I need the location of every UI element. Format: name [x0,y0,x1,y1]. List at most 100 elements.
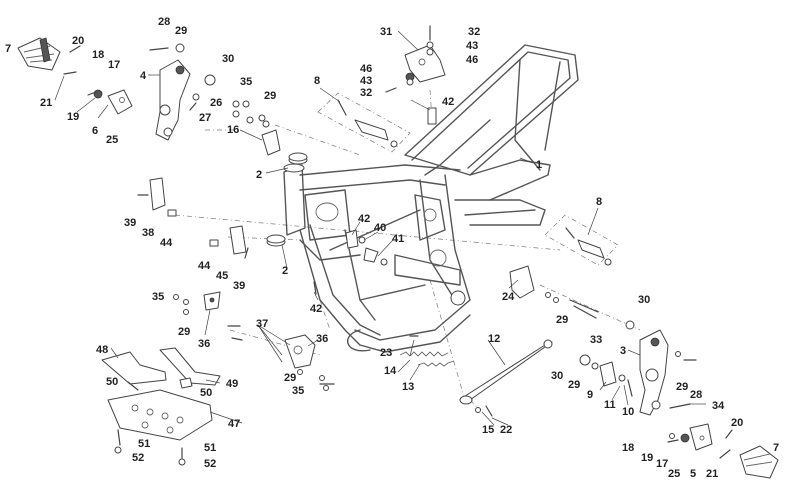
skid-plate-assembly [101,347,221,466]
label-29g: 29 [676,381,688,393]
footrest-bracket-right [565,227,612,266]
label-7a: 7 [5,43,11,55]
label-29b: 29 [264,90,276,102]
label-20a: 20 [72,35,84,47]
pivot-bushings [579,354,633,397]
label-23: 23 [380,347,392,359]
label-16: 16 [227,124,239,136]
label-25a: 25 [106,134,118,146]
label-32b: 32 [360,87,372,99]
label-29a: 29 [175,25,187,37]
label-47: 47 [228,418,240,430]
label-15: 15 [482,424,494,436]
label-48: 48 [96,344,108,356]
label-30a: 30 [222,53,234,65]
label-52b: 52 [204,458,216,470]
footrest-bracket-detail-boxes [317,92,619,266]
label-50b: 50 [200,387,212,399]
label-39a: 39 [124,217,136,229]
label-33: 33 [590,334,602,346]
label-50a: 50 [106,376,118,388]
engine-mount-left [173,291,221,315]
label-14: 14 [384,365,397,377]
label-34: 34 [712,400,725,412]
left-footpeg-assembly [17,37,216,141]
label-29d: 29 [284,372,296,384]
bracket-16-assembly [232,100,281,156]
label-11: 11 [604,399,616,411]
right-footpeg-assembly [667,423,779,479]
label-12: 12 [488,333,500,345]
side-stand [459,339,553,417]
label-18b: 18 [622,442,634,454]
label-49: 49 [226,378,238,390]
label-43a: 43 [466,40,478,52]
label-8a: 8 [314,75,320,87]
label-2a: 2 [256,169,262,181]
label-46b: 46 [360,63,372,75]
label-2b: 2 [282,265,288,277]
right-footrest-holder [625,320,697,416]
label-29f: 29 [568,379,580,391]
label-20b: 20 [731,417,743,429]
label-19a: 19 [67,111,79,123]
main-frame [283,44,579,353]
label-44a: 44 [160,237,173,249]
label-19b: 19 [641,452,653,464]
label-32a: 32 [468,26,480,38]
leader-lines [54,30,706,426]
label-36b: 36 [316,333,328,345]
label-21a: 21 [40,97,52,109]
label-21b: 21 [706,468,718,480]
label-40: 40 [374,222,386,234]
label-17a: 17 [108,59,120,71]
label-36a: 36 [198,338,210,350]
label-38: 38 [142,227,154,239]
label-8b: 8 [596,196,602,208]
label-24: 24 [502,291,515,303]
label-17b: 17 [656,458,668,470]
label-31: 31 [380,26,392,38]
label-3: 3 [620,345,626,357]
label-35a: 35 [240,76,252,88]
label-52a: 52 [132,452,144,464]
stand-springs [399,335,455,367]
label-28b: 28 [690,389,702,401]
label-29c: 29 [178,326,190,338]
label-45: 45 [216,270,228,282]
steering-bearings [266,152,308,247]
label-1: 1 [536,159,542,171]
label-27: 27 [199,112,211,124]
label-18a: 18 [92,49,104,61]
label-51b: 51 [204,442,216,454]
label-10: 10 [622,406,634,418]
label-29e: 29 [556,314,568,326]
label-35b: 35 [152,291,164,303]
label-9: 9 [587,389,593,401]
top-mount-assembly [385,25,446,125]
label-42c: 42 [310,303,322,315]
mid-fasteners [313,229,388,295]
label-41: 41 [392,233,404,245]
label-25b: 25 [668,468,680,480]
label-5: 5 [690,468,696,480]
label-6: 6 [92,125,98,137]
label-42a: 42 [442,96,454,108]
label-39b: 39 [233,280,245,292]
label-46a: 46 [466,54,478,66]
label-30c: 30 [551,370,563,382]
label-42b: 42 [358,213,370,225]
label-37: 37 [256,318,268,330]
label-44b: 44 [198,260,211,272]
mid-left-clamps [137,177,249,259]
part-labels: 1 2 2 3 4 5 6 7 7 8 8 9 10 11 12 13 14 1… [5,16,779,480]
label-26: 26 [210,97,222,109]
label-51a: 51 [138,438,150,450]
label-28a: 28 [158,16,170,28]
label-22: 22 [500,424,512,436]
engine-mount-right [227,325,335,391]
footrest-bracket-left [337,99,398,148]
label-30b: 30 [638,294,650,306]
label-7b: 7 [773,442,779,454]
